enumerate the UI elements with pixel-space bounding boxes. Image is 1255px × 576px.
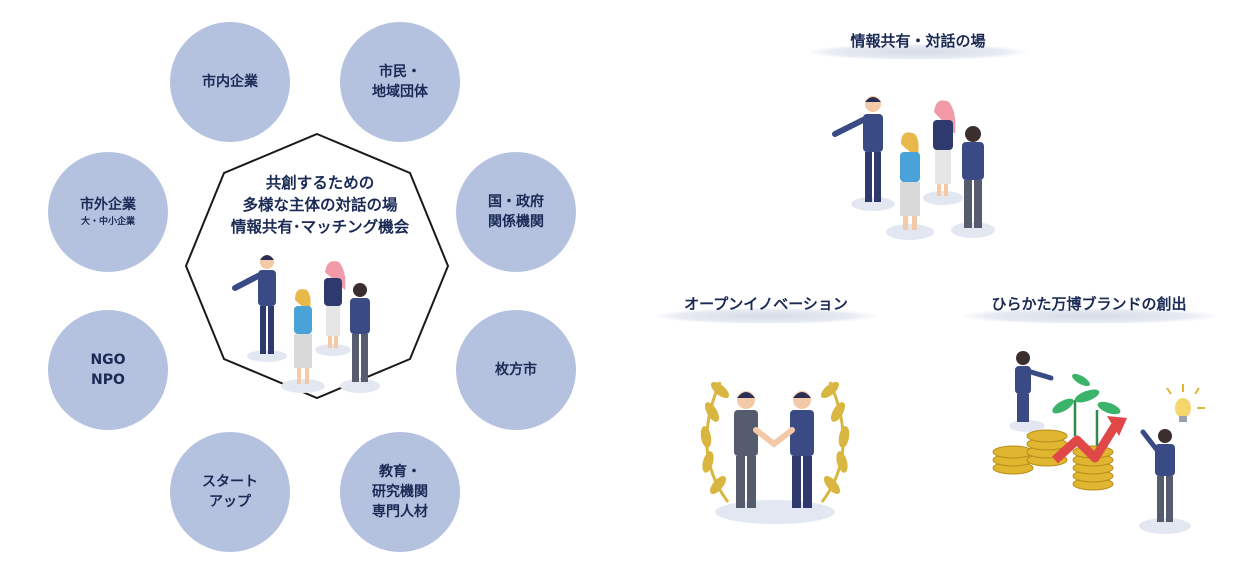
center-title-line-1: 共創するための [265,174,375,192]
section-underline [960,308,1218,324]
stakeholder-startup: スタート アップ [170,432,290,552]
stakeholder-label: 市内企業 [202,74,258,90]
section-title-innovation: オープンイノベーション [684,295,848,313]
center-title-line-3: 情報共有･マッチング機会 [230,218,410,236]
stakeholder-ngo-npo: NGO NPO [48,310,168,430]
brand-growth-illustration [992,351,1205,534]
sharing-people-illustration [832,96,995,240]
stakeholder-label: NGO NPO [90,352,126,388]
stakeholder-hirakata-city: 枚方市 [456,310,576,430]
stakeholder-shimin-chiiki: 市民・ 地域団体 [340,22,460,142]
stakeholder-label: 市民・ 地域団体 [372,64,428,100]
section-title-sharing: 情報共有・対話の場 [850,32,986,50]
stakeholder-kyoiku-kenkyu: 教育・ 研究機関 専門人材 [340,432,460,552]
section-underline [655,308,877,324]
center-title: 共創するための 多様な主体の対話の場 情報共有･マッチング機会 [185,172,455,238]
stakeholder-shigai-kigyo: 市外企業 大・中小企業 [48,152,168,272]
stakeholder-label: 国・政府 関係機関 [488,194,544,230]
stakeholder-kuni-seifu: 国・政府 関係機関 [456,152,576,272]
handshake-laurel-illustration [700,381,850,524]
stakeholder-label: スタート アップ [202,474,258,510]
stakeholder-label: 教育・ 研究機関 専門人材 [372,464,428,520]
stakeholder-shinai-kigyo: 市内企業 [170,22,290,142]
meeting-people-illustration [232,255,380,393]
section-underline [808,44,1028,60]
center-octagon [184,132,450,400]
center-title-line-2: 多様な主体の対話の場 [242,196,398,214]
stakeholder-label: 枚方市 [495,362,537,378]
section-title-brand: ひらかた万博ブランドの創出 [991,295,1187,313]
stakeholder-sublabel: 大・中小企業 [80,217,135,227]
stakeholder-label: 市外企業 [80,197,136,213]
